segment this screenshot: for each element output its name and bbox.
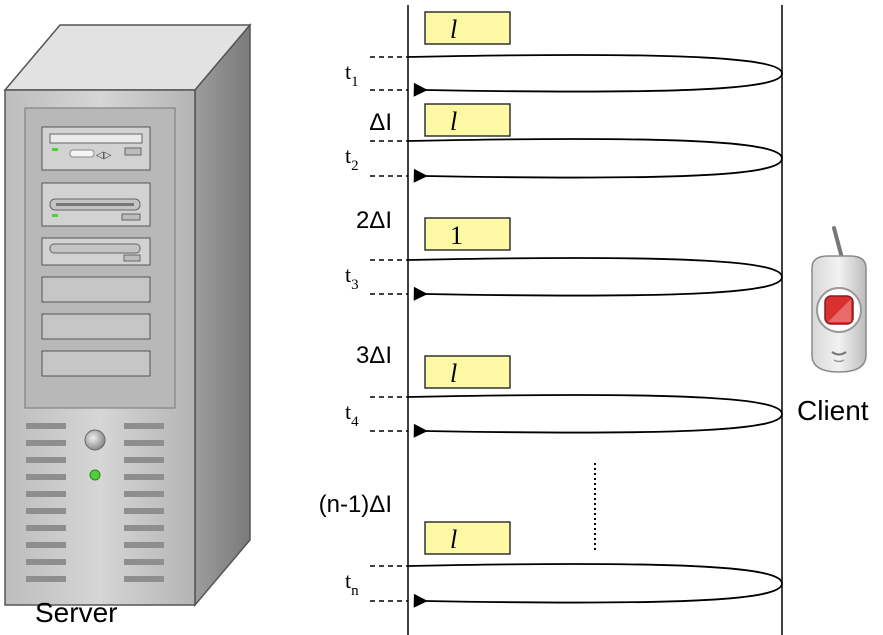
time-label-base: t — [345, 399, 351, 424]
time-label: t2 — [345, 143, 359, 174]
delay-label: ΔI — [369, 109, 392, 136]
packet-label: 1 — [450, 221, 463, 250]
time-label-base: t — [345, 143, 351, 168]
server-icon: ◁▷ — [3, 22, 252, 608]
phone-icon — [811, 226, 867, 373]
round-trip-arrow — [407, 563, 783, 608]
packet-box — [424, 355, 511, 389]
exchange: l 3ΔI t4 — [345, 342, 783, 438]
delay-label: (n-1)ΔI — [319, 491, 392, 518]
time-label-base: t — [345, 59, 351, 84]
round-trip-arrow — [407, 138, 783, 183]
packet-box — [424, 11, 511, 45]
exchange: l t1 — [345, 11, 783, 97]
packet-box — [424, 217, 511, 251]
time-label: t3 — [345, 262, 359, 293]
client-label: Client — [797, 395, 869, 426]
time-label-sub: 2 — [351, 158, 359, 174]
server-vents — [26, 423, 164, 582]
exchange: l (n-1)ΔI tn — [319, 491, 783, 608]
time-label-base: t — [345, 568, 351, 593]
delay-label: 2ΔI — [356, 207, 392, 234]
time-label: tn — [345, 568, 359, 599]
time-label-sub: n — [351, 583, 359, 599]
exchange: 1 2ΔI t3 — [345, 207, 783, 301]
power-led-icon — [89, 469, 101, 481]
time-label-base: t — [345, 262, 351, 287]
time-label-sub: 4 — [351, 414, 359, 430]
server-drive-bays: ◁▷ — [41, 126, 151, 377]
delay-label: 3ΔI — [356, 342, 392, 369]
round-trip-arrow — [407, 394, 783, 438]
time-label-sub: 3 — [351, 277, 359, 293]
power-button-icon — [84, 429, 106, 451]
round-trip-arrow — [407, 54, 783, 97]
packet-label: l — [450, 525, 457, 554]
round-trip-arrow — [407, 257, 783, 301]
exchange: l ΔI t2 — [345, 103, 783, 183]
svg-text:◁▷: ◁▷ — [96, 150, 112, 161]
packet-label: l — [450, 359, 457, 388]
server-label: Server — [35, 597, 117, 628]
packet-label: l — [450, 15, 457, 44]
packet-box — [424, 103, 511, 137]
time-label: t1 — [345, 59, 359, 90]
packet-box — [424, 521, 511, 555]
packet-label: l — [450, 107, 457, 136]
time-label: t4 — [345, 399, 359, 430]
time-label-sub: 1 — [351, 74, 359, 90]
